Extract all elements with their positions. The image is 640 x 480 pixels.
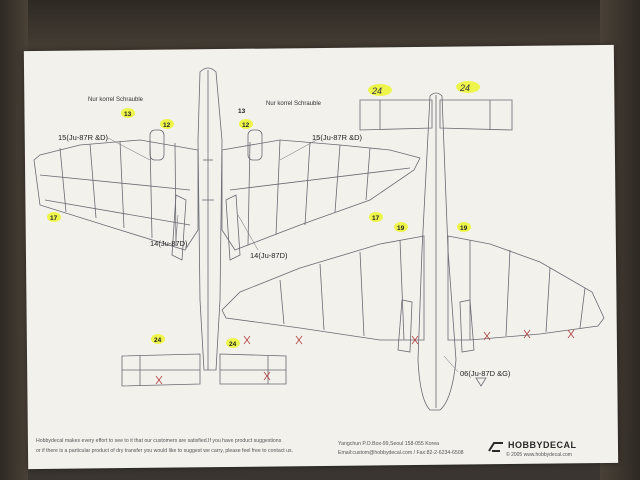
pencil-marks [155,329,575,385]
decal-number: 24 [154,337,162,344]
decal-number: 13 [124,111,132,118]
footer-line-2: or if there is a particular product of d… [36,448,294,454]
decal-number: 17 [50,215,58,222]
decal-number: 17 [372,215,380,222]
handwritten-number: 24 [371,86,382,96]
footer-line-1: Hobbydecal makes every effort to see to … [36,438,282,444]
table-surface-left [0,0,28,480]
highlighter-marks [47,81,480,348]
top-view-aircraft [33,67,421,387]
decal-callout: 14(Ju-87D) [250,251,288,260]
decal-number: 19 [397,225,405,232]
decal-number: 13 [238,108,246,115]
underside-view-aircraft [221,92,605,411]
contact-info: Email:custom@hobbydecal.com / Fax:82-2-6… [338,450,464,456]
footer-address: Yangchun P.O.Box-99,Seoul 158-055 Korea … [338,440,488,458]
stencil-label: Nur korrel Schrauble [266,101,322,107]
stencil-label: Nur korrel Schrauble [88,97,144,103]
brand-name: HOBBYDECAL [508,440,577,450]
decal-number: 12 [242,122,250,129]
postal-address: Yangchun P.O.Box-99,Seoul 158-055 Korea [338,441,440,447]
decal-callout: 15(Ju-87R &D) [312,133,363,142]
decal-callout: 15(Ju-87R &D) [58,133,109,142]
decal-callout: 06(Ju-87D &G) [460,369,511,378]
decal-number: 19 [460,225,468,232]
footer-note: Hobbydecal makes every effort to see to … [36,436,346,456]
handwritten-number: 24 [459,83,470,93]
decal-number: 24 [229,341,237,348]
decal-number: 12 [163,122,171,129]
decal-callout: 14(Ju-87D) [150,239,188,248]
hobbydecal-logo-icon [488,442,503,452]
brand-copyright: © 2005 www.hobbydecal.com [506,452,572,458]
